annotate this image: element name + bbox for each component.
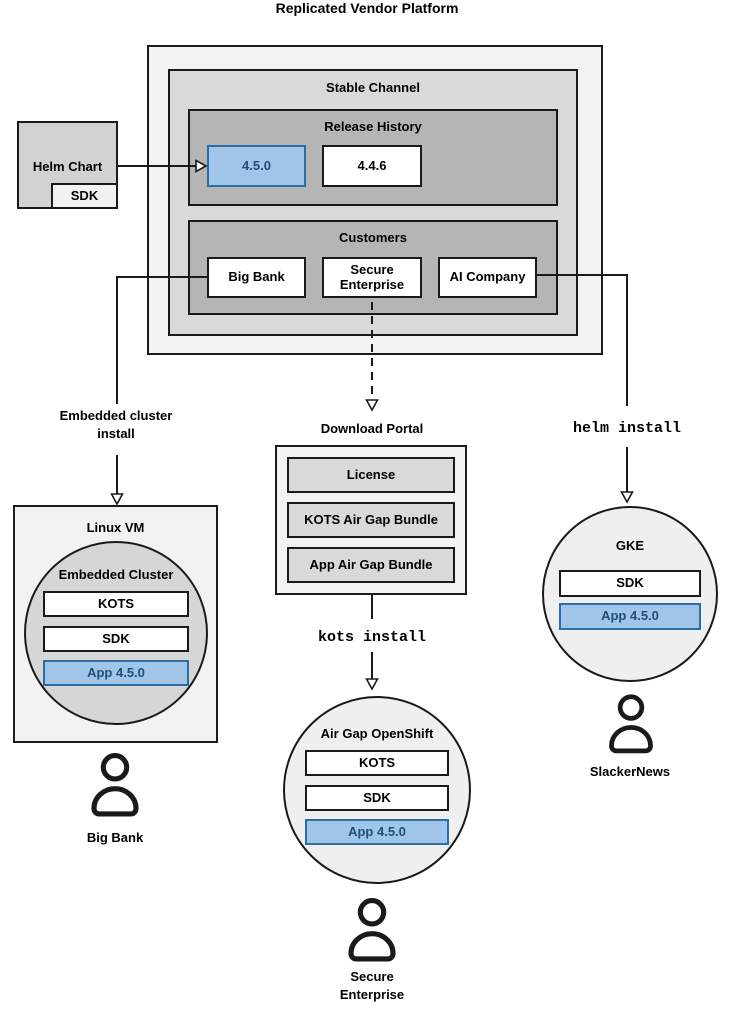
linux-vm-label: Linux VM: [86, 520, 145, 535]
embedded-cluster-label: Embedded Cluster: [58, 567, 174, 582]
airgap-openshift-label: Air Gap OpenShift: [320, 726, 434, 741]
customers-label: Customers: [339, 230, 407, 245]
release-version-current: 4.5.0: [207, 145, 306, 187]
helm-chart-sdk-box: SDK: [51, 183, 118, 209]
customer-big-bank: Big Bank: [207, 257, 306, 298]
slackernews-user-label: SlackerNews: [589, 764, 671, 779]
portal-item-app-airgap-bundle: App Air Gap Bundle: [287, 547, 455, 583]
customer-ai-company: AI Company: [438, 257, 537, 298]
release-history-label: Release History: [324, 119, 422, 134]
release-version-previous: 4.4.6: [322, 145, 422, 187]
edge-label-kots-install: kots install: [317, 629, 427, 646]
helm-chart-label: Helm Chart: [32, 159, 103, 174]
portal-item-kots-airgap-bundle: KOTS Air Gap Bundle: [287, 502, 455, 538]
edge-label-embedded-cluster-install: Embedded cluster install: [59, 408, 173, 441]
big-bank-user-label: Big Bank: [86, 830, 144, 845]
edge-label-download-portal: Download Portal: [320, 421, 424, 436]
airgap-app-box: App 4.5.0: [305, 819, 449, 845]
customer-secure-enterprise: Secure Enterprise: [322, 257, 422, 298]
gke-app-box: App 4.5.0: [559, 603, 701, 630]
portal-item-license: License: [287, 457, 455, 493]
slackernews-user-icon: [609, 694, 653, 754]
edge-label-helm-install: helm install: [572, 420, 682, 437]
gke-sdk-box: SDK: [559, 570, 701, 597]
big-bank-user-icon: [91, 753, 139, 817]
embedded-cluster-sdk-box: SDK: [43, 626, 189, 652]
diagram-title: Replicated Vendor Platform: [275, 0, 459, 16]
embedded-cluster-app-box: App 4.5.0: [43, 660, 189, 686]
embedded-cluster-kots-box: KOTS: [43, 591, 189, 617]
gke-label: GKE: [615, 538, 645, 553]
secure-enterprise-user-label: Secure Enterprise: [339, 969, 405, 1002]
secure-enterprise-user-icon: [348, 898, 396, 962]
airgap-kots-box: KOTS: [305, 750, 449, 776]
airgap-sdk-box: SDK: [305, 785, 449, 811]
stable-channel-label: Stable Channel: [326, 80, 420, 95]
